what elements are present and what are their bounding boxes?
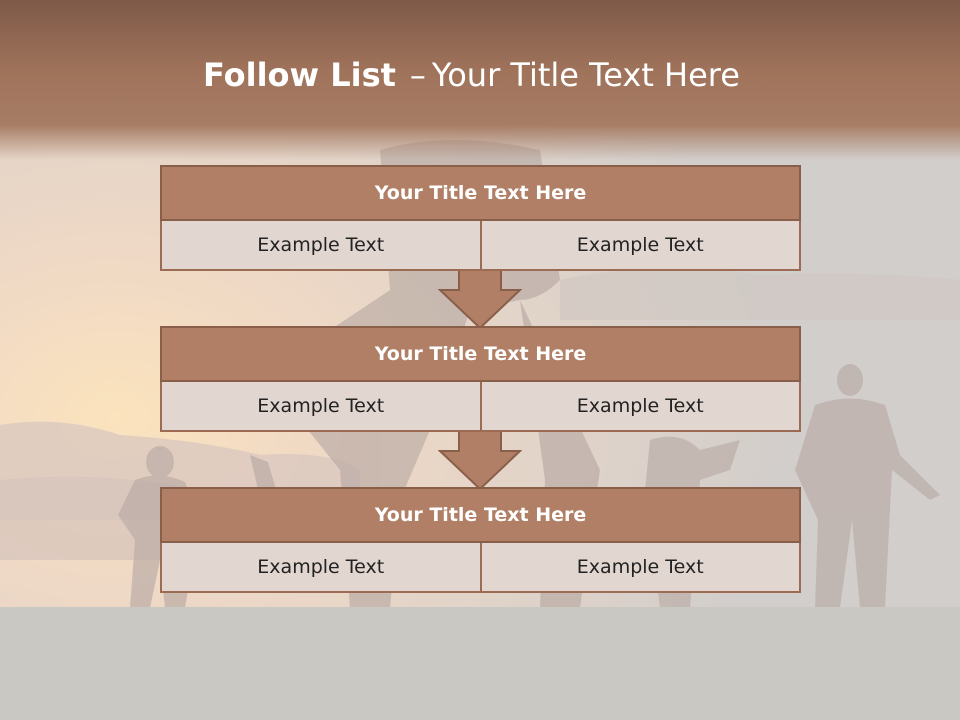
block-row: Example Text Example Text [160, 543, 801, 593]
block-header: Your Title Text Here [160, 326, 801, 382]
block-cell-right: Example Text [481, 382, 801, 432]
title-band [0, 0, 960, 160]
down-arrow-icon [438, 431, 522, 491]
block-header: Your Title Text Here [160, 165, 801, 221]
slide-title: Follow List–Your Title Text Here [0, 56, 943, 94]
block-cell-left: Example Text [160, 221, 482, 271]
block-header: Your Title Text Here [160, 487, 801, 543]
block-cell-right: Example Text [481, 543, 801, 593]
block-cell-right: Example Text [481, 221, 801, 271]
down-arrow-icon [438, 270, 522, 330]
block-row: Example Text Example Text [160, 221, 801, 271]
title-bold: Follow List [203, 56, 396, 94]
title-rest: Your Title Text Here [431, 56, 740, 94]
list-block: Your Title Text Here Example Text Exampl… [160, 165, 801, 271]
block-cell-left: Example Text [160, 543, 482, 593]
block-row: Example Text Example Text [160, 382, 801, 432]
block-cell-left: Example Text [160, 382, 482, 432]
list-block: Your Title Text Here Example Text Exampl… [160, 326, 801, 432]
title-dash: – [409, 56, 426, 94]
list-block: Your Title Text Here Example Text Exampl… [160, 487, 801, 593]
